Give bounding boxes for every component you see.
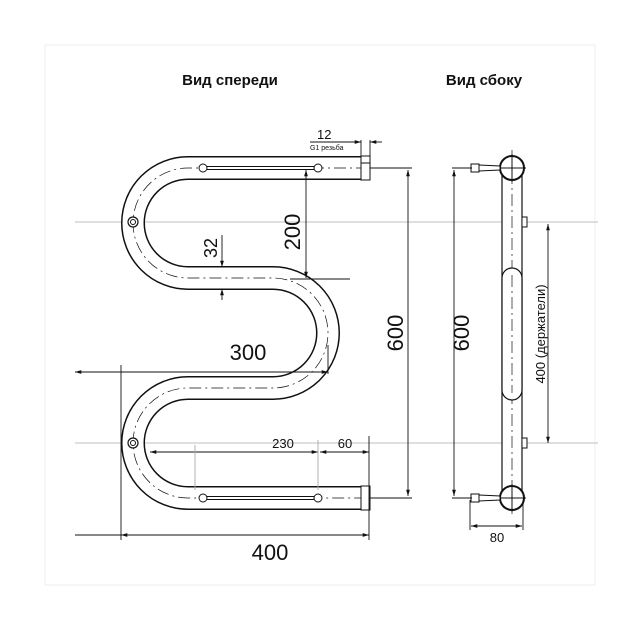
- shelf-offset-label: 60: [338, 436, 352, 451]
- pipe-diameter-label: 32: [201, 238, 221, 258]
- front-view-title: Вид спереди: [182, 72, 278, 89]
- side-view-title: Вид сбоку: [446, 72, 523, 89]
- thread-width-label: 12: [317, 127, 331, 142]
- side-dimension-lines: [452, 167, 550, 530]
- thread-note-label: G1 резьба: [310, 144, 344, 152]
- shelf-length-label: 230: [272, 436, 294, 451]
- bend-spacing-label: 200: [280, 214, 305, 251]
- side-view-pipe: [470, 150, 528, 515]
- total-width-label: 400: [252, 540, 289, 565]
- frame: [44, 44, 596, 586]
- holders-distance-label: 400 (держатели): [533, 284, 548, 383]
- inner-width-label: 300: [230, 340, 267, 365]
- height-label: 600: [383, 315, 408, 352]
- front-dimension-lines: [75, 140, 412, 540]
- side-height-label: 600: [449, 315, 474, 352]
- depth-label: 80: [490, 530, 504, 545]
- front-view-pipe: [121, 155, 371, 511]
